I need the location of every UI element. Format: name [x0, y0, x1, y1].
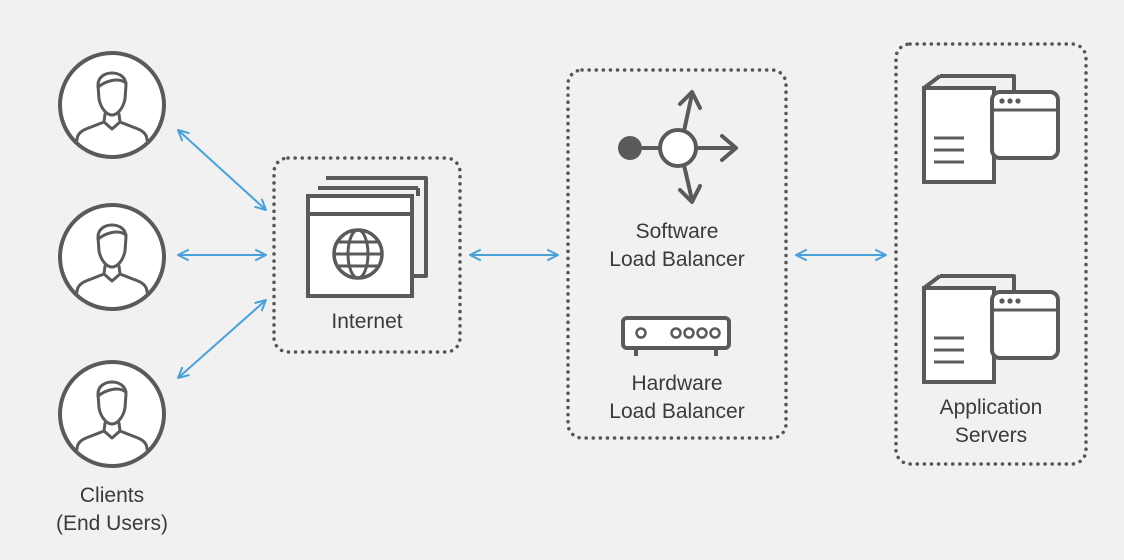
software-lb-label-line2: Load Balancer — [609, 248, 745, 271]
client-user-icon-2 — [58, 203, 166, 311]
server-with-window-icon-1 — [922, 74, 1060, 184]
software-lb-label-line1: Software — [635, 220, 719, 243]
hardware-lb-label-line1: Hardware — [631, 372, 723, 395]
app-servers-label-line1: Application — [939, 396, 1043, 419]
server-with-window-icon-2 — [922, 274, 1060, 384]
browser-globe-icon — [306, 176, 428, 298]
client-user-icon-1 — [58, 51, 166, 159]
hardware-lb-label-line2: Load Balancer — [609, 400, 745, 423]
client-internet-arrow-1 — [177, 129, 267, 211]
clients-label-line1: Clients — [79, 484, 145, 507]
load-balancer-box — [566, 68, 788, 440]
hardware-device-icon — [621, 316, 731, 356]
client-user-icon-3 — [58, 360, 166, 468]
clients-label: Clients (End Users) — [52, 482, 172, 538]
app-servers-label-line2: Servers — [954, 424, 1028, 447]
load-balancer-router-icon — [618, 90, 738, 204]
internet-label: Internet — [307, 308, 427, 336]
internet-box — [272, 156, 462, 354]
client-internet-arrow-3 — [177, 299, 267, 379]
clients-label-line2: (End Users) — [55, 512, 169, 535]
internet-label-text: Internet — [331, 310, 403, 333]
software-lb-label: Software Load Balancer — [582, 218, 772, 274]
app-servers-label: Application Servers — [906, 394, 1076, 450]
hardware-lb-label: Hardware Load Balancer — [582, 370, 772, 426]
